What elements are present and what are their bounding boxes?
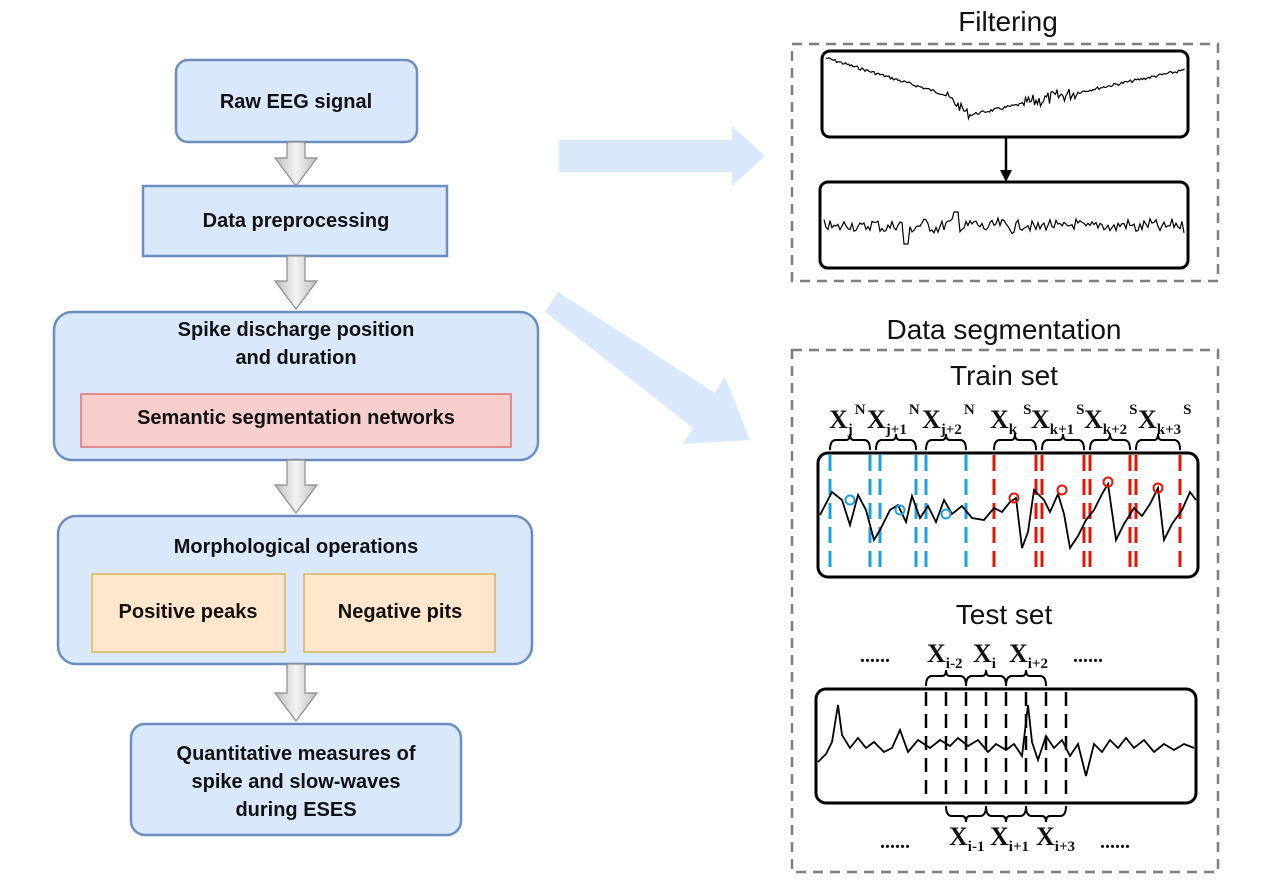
raw-signal-trace [825, 57, 1185, 121]
filtered-signal-trace [823, 211, 1185, 245]
train-brace-1 [875, 433, 917, 451]
arrow-to-segmentation [545, 292, 750, 444]
train-brace-5 [1089, 433, 1131, 451]
train-window-dividers [828, 455, 1182, 575]
filtering-frame [790, 42, 1220, 283]
train-label-5: Xk+2S [1084, 402, 1138, 438]
preprocessing-box [141, 184, 449, 258]
morph-label: Morphological operations [174, 536, 418, 558]
positive-peaks-box [91, 573, 286, 653]
flow-arrow-1 [273, 141, 319, 187]
train-brace-4 [1041, 433, 1085, 451]
test-ellipsis-bottom-right: ...... [1100, 831, 1130, 853]
flow-arrow-3 [273, 459, 319, 514]
train-label-2: Xj+2N [922, 402, 975, 438]
normal-peak-marker-1 [894, 504, 906, 516]
test-top-brace-2 [1005, 669, 1047, 687]
test-ellipsis-bottom-left: ...... [880, 831, 910, 853]
quant-label-line3: during ESES [235, 799, 356, 821]
quant-box [129, 722, 463, 837]
test-bottom-brace-1 [985, 805, 1027, 823]
segmentation-title: Data segmentation [886, 314, 1121, 345]
filter-arrow-head [1000, 170, 1012, 182]
test-top-brace-0 [925, 669, 967, 687]
train-label-0: XjN [829, 402, 866, 438]
test-top-label-1: Xi [973, 639, 996, 672]
flow-arrow-2 [273, 255, 319, 310]
filtering-title: Filtering [958, 6, 1058, 37]
spike-label-line2: and duration [235, 347, 356, 369]
spike-peak-marker-0 [1008, 492, 1020, 504]
test-bottom-brace-0 [945, 805, 987, 823]
train-label-4: Xk+1S [1031, 402, 1085, 438]
test-signal-trace [817, 704, 1195, 777]
semantic-seg-label: Semantic segmentation networks [137, 407, 455, 429]
train-peak-markers [844, 476, 1164, 520]
negative-pits-box [303, 573, 496, 653]
segmentation-frame [790, 348, 1220, 874]
spike-peak-marker-3 [1152, 482, 1164, 494]
spike-label-line1: Spike discharge position [178, 319, 415, 341]
train-label-1: Xj+1N [867, 402, 920, 438]
test-ellipsis-top-right: ...... [1073, 645, 1103, 667]
semantic-seg-box [80, 393, 512, 448]
train-label-6: Xk+3S [1138, 402, 1192, 438]
train-window-braces [829, 433, 1181, 451]
test-top-label-0: Xi-2 [927, 639, 962, 672]
train-set-title: Train set [950, 360, 1058, 391]
raw-eeg-label: Raw EEG signal [220, 91, 372, 113]
negative-pits-label: Negative pits [338, 601, 462, 623]
train-window-labels: XjN Xj+1N Xj+2N XkS Xk+1S Xk+2S Xk+3S [829, 402, 1192, 438]
test-top-brace-1 [965, 669, 1007, 687]
spike-peak-marker-2 [1102, 476, 1114, 488]
train-label-3: XkS [990, 402, 1031, 438]
arrow-to-filtering [559, 126, 765, 186]
test-top-labels: Xi-2 Xi Xi+2 [927, 639, 1048, 672]
spike-peak-marker-1 [1056, 484, 1068, 496]
quant-label-line2: spike and slow-waves [192, 771, 401, 793]
train-signal-trace [819, 481, 1197, 551]
preprocessing-label: Data preprocessing [203, 210, 390, 232]
test-top-label-2: Xi+2 [1009, 639, 1048, 672]
test-bottom-label-1: Xi+1 [990, 822, 1029, 855]
train-brace-6 [1135, 433, 1181, 451]
normal-peak-marker-0 [844, 494, 856, 506]
positive-peaks-label: Positive peaks [119, 601, 258, 623]
filtered-signal-box [818, 180, 1190, 270]
test-ellipsis-top-left: ...... [860, 645, 890, 667]
raw-signal-box [820, 49, 1190, 139]
test-bottom-label-2: Xi+3 [1036, 822, 1075, 855]
train-brace-3 [993, 433, 1037, 451]
test-set-title: Test set [956, 599, 1053, 630]
quant-label-line1: Quantitative measures of [177, 743, 416, 765]
test-window-braces [925, 669, 1067, 823]
flow-arrow-4 [273, 663, 319, 722]
test-bottom-brace-2 [1025, 805, 1067, 823]
train-brace-0 [829, 433, 871, 451]
test-bottom-labels: Xi-1 Xi+1 Xi+3 [949, 822, 1075, 855]
train-brace-2 [925, 433, 967, 451]
normal-peak-marker-2 [940, 508, 952, 520]
test-bottom-label-0: Xi-1 [949, 822, 984, 855]
